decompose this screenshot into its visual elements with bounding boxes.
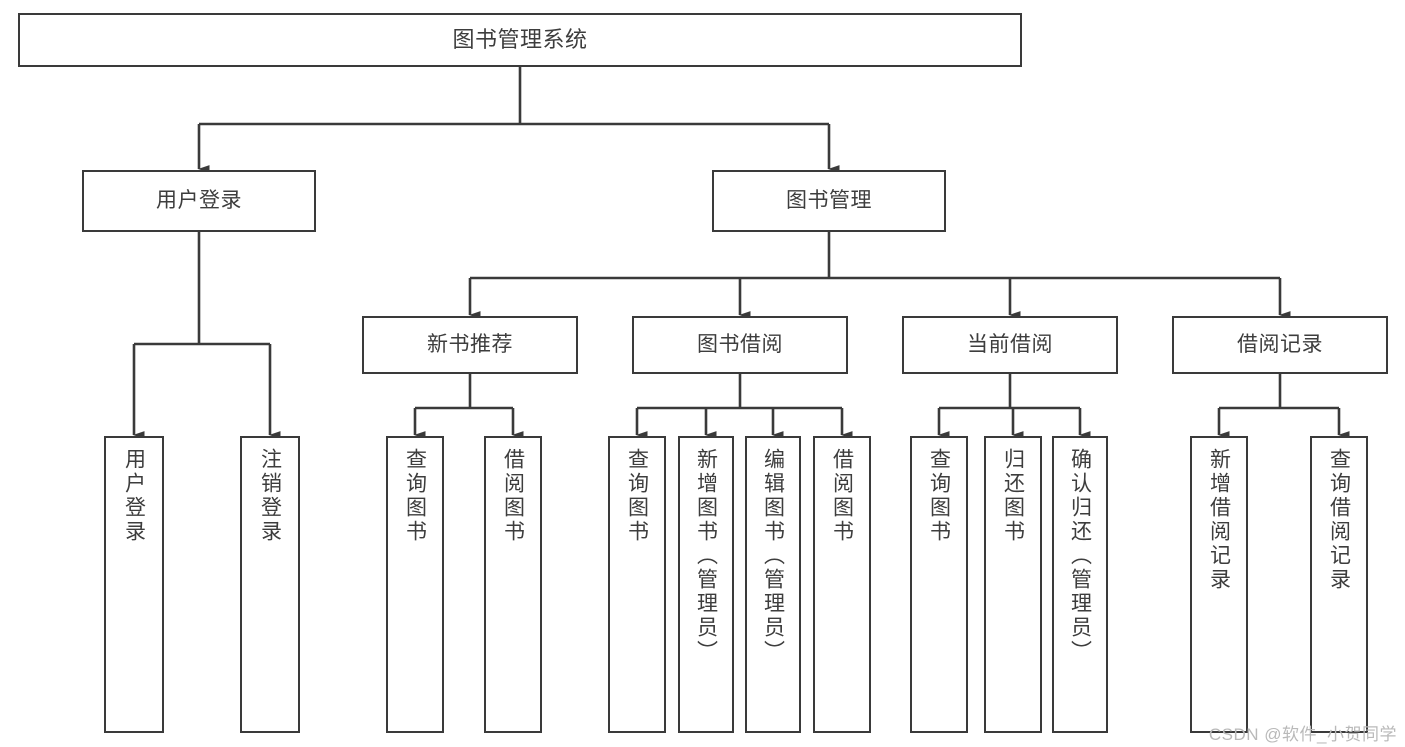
node-leaf-confirm-return[interactable]: 确认归还（管理员） [1052,436,1108,733]
node-label: 图书借阅 [697,332,783,356]
node-label: 用户登录 [122,448,146,544]
node-label: 编辑图书（管理员） [761,448,785,664]
node-label: 注销登录 [258,448,282,544]
node-leaf-query-book-current[interactable]: 查询图书 [910,436,968,733]
node-label: 查询图书 [625,448,649,544]
node-leaf-borrow-book-rec[interactable]: 借阅图书 [484,436,542,733]
node-borrow-record[interactable]: 借阅记录 [1172,316,1388,374]
node-leaf-query-book-borrow[interactable]: 查询图书 [608,436,666,733]
node-label: 新增借阅记录 [1207,448,1231,592]
node-label: 查询借阅记录 [1327,448,1351,592]
node-label: 借阅图书 [501,448,525,544]
edges [132,67,1350,439]
node-leaf-add-book[interactable]: 新增图书（管理员） [678,436,734,733]
node-leaf-user-login[interactable]: 用户登录 [104,436,164,733]
node-leaf-logout[interactable]: 注销登录 [240,436,300,733]
node-leaf-borrow-book[interactable]: 借阅图书 [813,436,871,733]
node-user-login[interactable]: 用户登录 [82,170,316,232]
node-label: 确认归还（管理员） [1068,448,1092,664]
node-label: 借阅记录 [1237,332,1323,356]
node-leaf-add-record[interactable]: 新增借阅记录 [1190,436,1248,733]
watermark: CSDN @软件_小贺同学 [1208,725,1397,744]
node-label: 图书管理系统 [452,27,588,53]
node-book-borrow[interactable]: 图书借阅 [632,316,848,374]
node-leaf-query-record[interactable]: 查询借阅记录 [1310,436,1368,733]
node-leaf-edit-book[interactable]: 编辑图书（管理员） [745,436,801,733]
node-book-manage[interactable]: 图书管理 [712,170,946,232]
node-label: 归还图书 [1001,448,1025,544]
node-label: 当前借阅 [967,332,1053,356]
node-label: 新增图书（管理员） [694,448,718,664]
node-label: 用户登录 [156,188,242,212]
node-leaf-return-book[interactable]: 归还图书 [984,436,1042,733]
node-label: 查询图书 [927,448,951,544]
node-label: 图书管理 [786,188,872,212]
node-current-borrow[interactable]: 当前借阅 [902,316,1118,374]
node-root[interactable]: 图书管理系统 [18,13,1022,67]
node-label: 新书推荐 [427,332,513,356]
node-label: 借阅图书 [830,448,854,544]
node-new-book-rec[interactable]: 新书推荐 [362,316,578,374]
node-label: 查询图书 [403,448,427,544]
node-leaf-query-book-rec[interactable]: 查询图书 [386,436,444,733]
